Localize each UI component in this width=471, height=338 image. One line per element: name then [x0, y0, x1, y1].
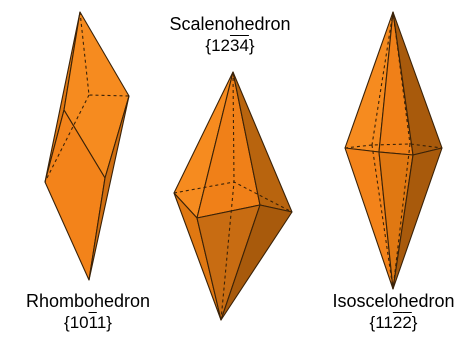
scal-face-lower-right [220, 204, 293, 321]
index-overbar-digit: 2 [402, 313, 412, 332]
isoscelohedron-label: Isoscelohedron {1122} [316, 290, 471, 334]
index-prefix: {11 [369, 313, 393, 332]
index-overbar-digit: 2 [392, 313, 403, 332]
index-suffix: } [411, 313, 418, 332]
rhombo-face-lower-right [88, 95, 130, 281]
index-digit: 1 [96, 313, 107, 332]
rhombohedron-label: Rhombohedron {1011} [0, 290, 176, 334]
index-overbar-digit: 4 [239, 36, 249, 55]
index-overbar-digit: 3 [229, 36, 240, 55]
index-suffix: } [248, 36, 255, 55]
iso-face-lower-right [392, 147, 443, 290]
index-suffix: } [106, 313, 112, 332]
iso-hidden-edge-4 [392, 11, 411, 145]
isoscelohedron-crystal [344, 11, 443, 290]
index-prefix: {10 [64, 313, 89, 332]
scalenohedron-crystal [173, 71, 293, 321]
iso-hidden-edges [344, 143, 443, 149]
iso-hidden-edge-5 [371, 144, 394, 290]
rhombo-hidden-edges-2 [44, 94, 90, 183]
scalenohedron-name: Scalenohedron [169, 14, 291, 34]
scalenohedron-index: {1234} [150, 35, 310, 57]
rhombohedron-index: {1011} [0, 312, 176, 334]
scal-hidden-edges-2 [220, 71, 235, 321]
index-prefix: {12 [205, 36, 230, 55]
scalenohedron-label: Scalenohedron {1234} [150, 13, 310, 57]
rhombohedron-crystal [44, 11, 130, 281]
rhombo-hidden-edges [79, 11, 130, 97]
isoscelohedron-name: Isoscelohedron [332, 291, 455, 311]
index-overbar-digit: 1 [88, 313, 97, 332]
iso-hidden-edge-6 [392, 143, 411, 290]
rhombohedron-name: Rhombohedron [25, 291, 151, 311]
iso-hidden-edge-3 [371, 11, 394, 146]
isoscelohedron-index: {1122} [316, 312, 471, 334]
